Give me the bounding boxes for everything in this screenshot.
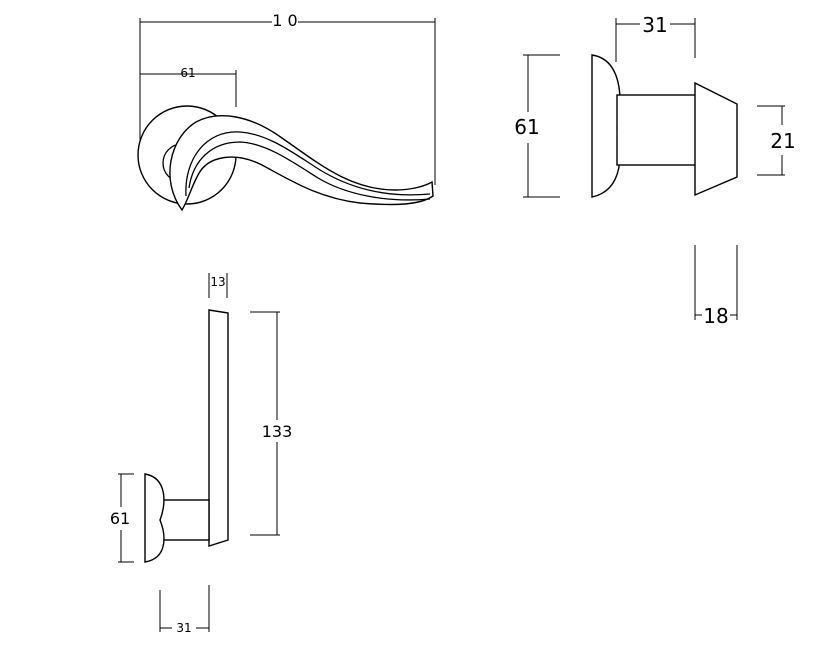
side-grip <box>694 81 738 197</box>
side-grip-height-dimension: 21 <box>757 105 796 176</box>
top-view: 1 0 61 <box>137 11 436 212</box>
side-grip-depth-label: 18 <box>703 304 728 328</box>
front-projection-label: 31 <box>176 621 191 635</box>
front-lever-length-label: 133 <box>262 422 293 441</box>
front-neck <box>159 499 210 541</box>
side-neck <box>616 94 698 166</box>
top-rose-diameter-dimension: 61 <box>140 66 237 107</box>
side-rose <box>591 54 621 198</box>
side-projection-dimension: 31 <box>615 13 696 62</box>
side-grip-depth-dimension: 18 <box>694 245 738 328</box>
side-grip-height-label: 21 <box>770 129 795 153</box>
overall-width-dimension: 1 0 <box>139 11 436 185</box>
side-view: 61 31 21 18 <box>514 13 795 328</box>
front-lever-length-dimension: 133 <box>250 311 293 536</box>
side-rose-diameter-label: 61 <box>514 115 539 139</box>
front-projection-dimension: 31 <box>159 585 210 635</box>
front-lever-thickness-dimension: 13 <box>208 273 228 298</box>
front-rose-diameter-label: 61 <box>110 509 130 528</box>
front-lever-thickness-label: 13 <box>210 275 225 289</box>
front-lever-bar <box>208 309 229 547</box>
lever-edge-line-1 <box>185 131 431 197</box>
front-rose <box>144 473 165 563</box>
top-rose-diameter-label: 61 <box>180 66 195 80</box>
lever-edge-line-2 <box>188 141 431 201</box>
front-view: 13 133 61 31 <box>110 273 292 635</box>
front-rose-diameter-dimension: 61 <box>110 473 134 563</box>
overall-width-label: 1 0 <box>272 11 297 30</box>
lever-body <box>169 115 434 212</box>
side-projection-label: 31 <box>642 13 667 37</box>
side-rose-diameter-dimension: 61 <box>514 54 560 198</box>
